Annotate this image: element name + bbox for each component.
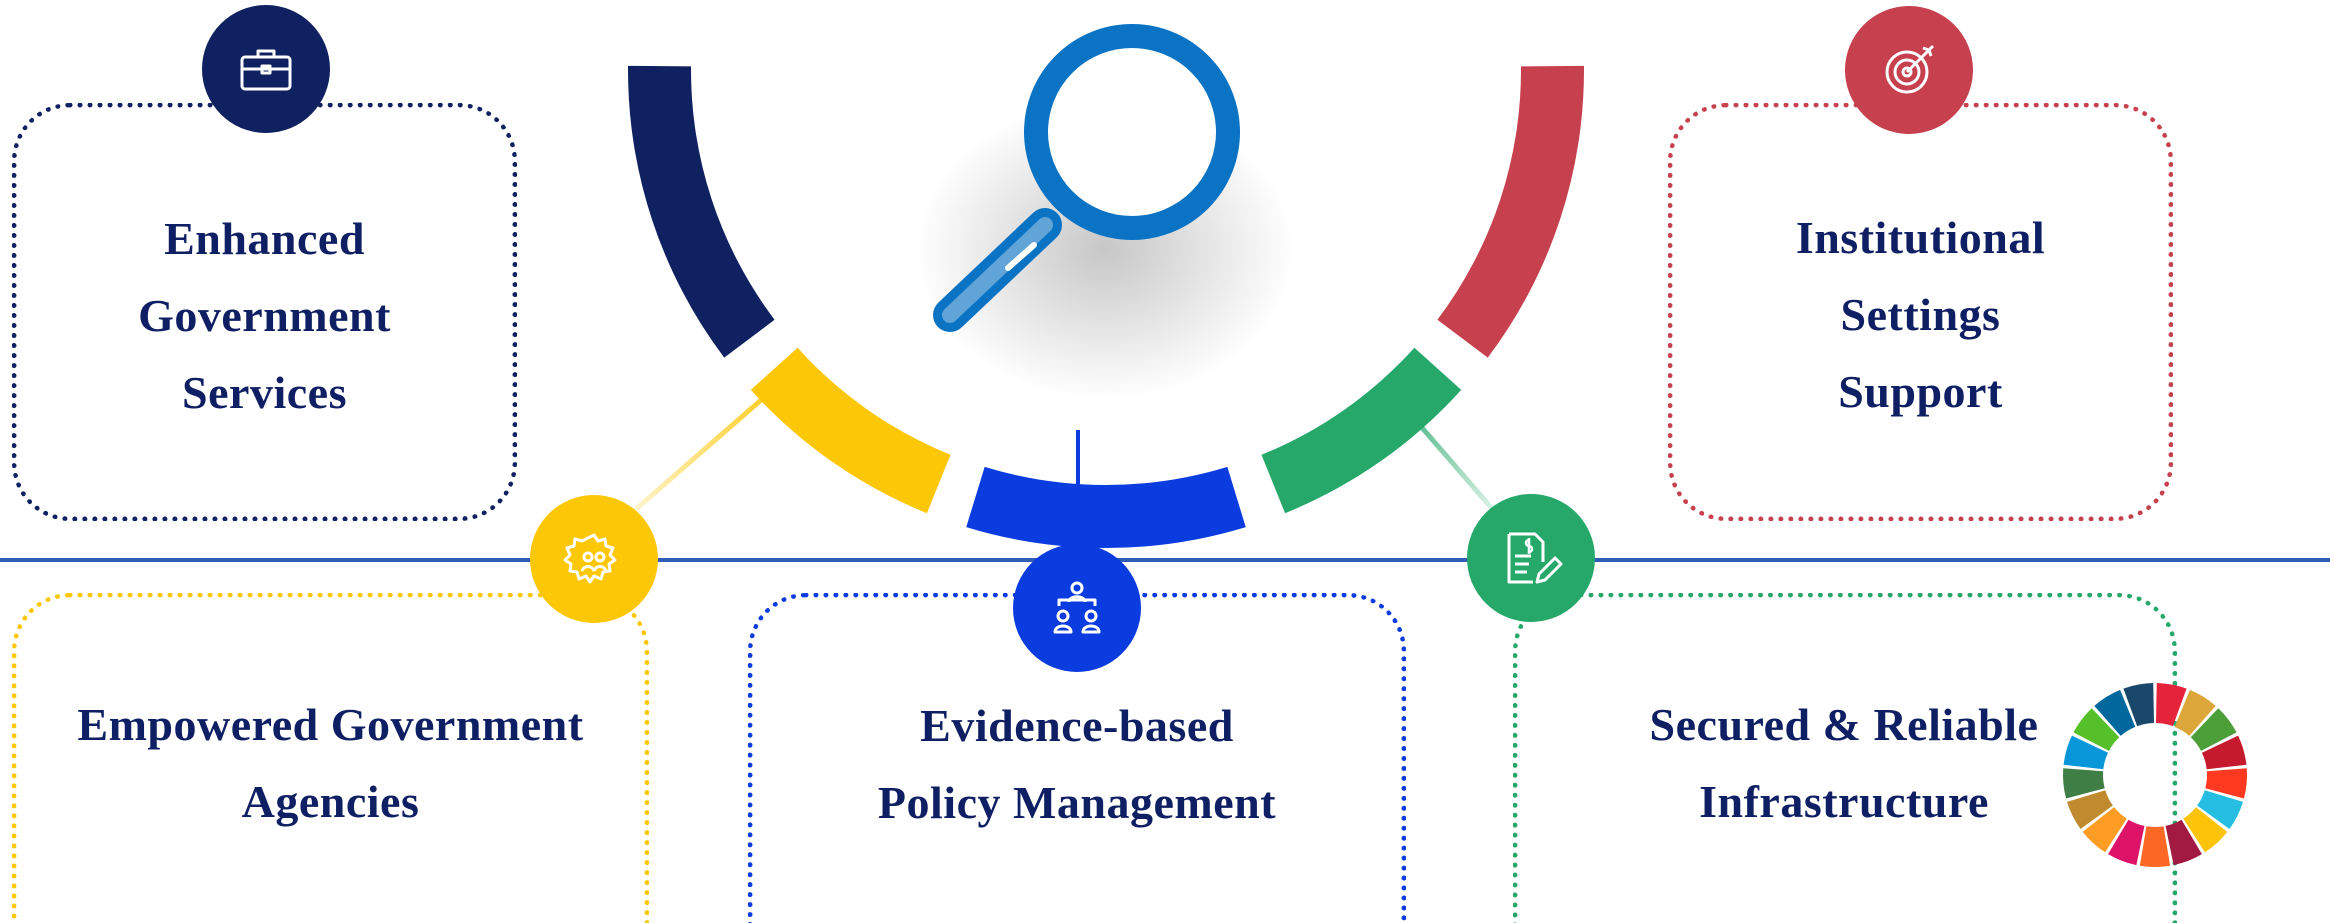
card-enhanced-government-services-title: Enhanced Government Services xyxy=(12,200,517,431)
sdg-wheel-segment xyxy=(2067,790,2113,830)
sdg-wheel-segment xyxy=(2108,819,2145,866)
sdg-wheel-segment xyxy=(2201,735,2247,770)
title-line: Government xyxy=(138,290,391,341)
card-institutional-settings-support-title: Institutional Settings Support xyxy=(1668,199,2173,430)
sdg-wheel-segment xyxy=(2205,768,2247,799)
sdg-wheel-segment xyxy=(2174,689,2216,736)
title-line: Institutional xyxy=(1795,212,2046,263)
sdg-wheel-segment xyxy=(2165,819,2202,866)
sdg-wheel-segment xyxy=(2197,790,2243,830)
card-empowered-government-agencies-title: Empowered Government Agencies xyxy=(12,686,649,840)
title-line: Empowered Government xyxy=(77,699,584,750)
title-line: Settings xyxy=(1840,289,2001,340)
arc-yellow xyxy=(750,347,951,514)
title-line: Services xyxy=(182,367,347,418)
sdg-wheel-segment xyxy=(2155,683,2187,727)
invoice-pen-badge xyxy=(1467,494,1595,622)
gear-people-icon xyxy=(563,533,617,584)
magnifying-glass-icon xyxy=(915,24,1295,400)
briefcase-icon xyxy=(240,49,292,91)
arc-green xyxy=(1261,347,1462,514)
sdg-wheel-segment xyxy=(2183,807,2228,853)
title-line: Policy Management xyxy=(877,777,1277,828)
target-icon xyxy=(1885,44,1935,94)
sdg-wheel-segment xyxy=(2094,689,2136,736)
arc-red xyxy=(1437,65,1584,358)
sdg-wheel-segment xyxy=(2063,768,2105,799)
arc-navy xyxy=(628,65,775,358)
gear-people-badge xyxy=(530,495,658,623)
sdg-wheel-segment xyxy=(2073,708,2120,751)
sdg-wheel-segment xyxy=(2123,683,2155,727)
title-line: Infrastructure xyxy=(1699,776,1989,827)
title-line: Evidence-based xyxy=(920,700,1234,751)
sdg-wheel-segment xyxy=(2082,807,2127,853)
target-badge xyxy=(1845,6,1973,134)
arc-blue xyxy=(966,466,1246,548)
card-secured-reliable-infrastructure-frame xyxy=(1513,593,2177,923)
briefcase-badge xyxy=(202,5,330,133)
sdg-wheel-segment xyxy=(2139,826,2171,867)
title-line: Agencies xyxy=(241,776,420,827)
arc-ring xyxy=(628,65,1584,548)
card-empowered-government-agencies-frame xyxy=(12,593,649,923)
card-secured-reliable-infrastructure-title: Secured & Reliable Infrastructure xyxy=(1597,686,2091,840)
card-evidence-based-policy-management-title: Evidence-based Policy Management xyxy=(748,687,1406,841)
title-line: Enhanced xyxy=(164,213,365,264)
sdg-color-wheel-icon xyxy=(2063,683,2247,867)
org-chart-badge xyxy=(1013,544,1141,672)
sdg-wheel-segment xyxy=(2063,735,2109,770)
org-chart-icon xyxy=(1053,581,1101,634)
title-line: Support xyxy=(1838,366,2003,417)
title-line: Secured & Reliable xyxy=(1649,699,2039,750)
invoice-pen-icon xyxy=(1507,532,1563,584)
sdg-wheel-segment xyxy=(2190,708,2237,751)
